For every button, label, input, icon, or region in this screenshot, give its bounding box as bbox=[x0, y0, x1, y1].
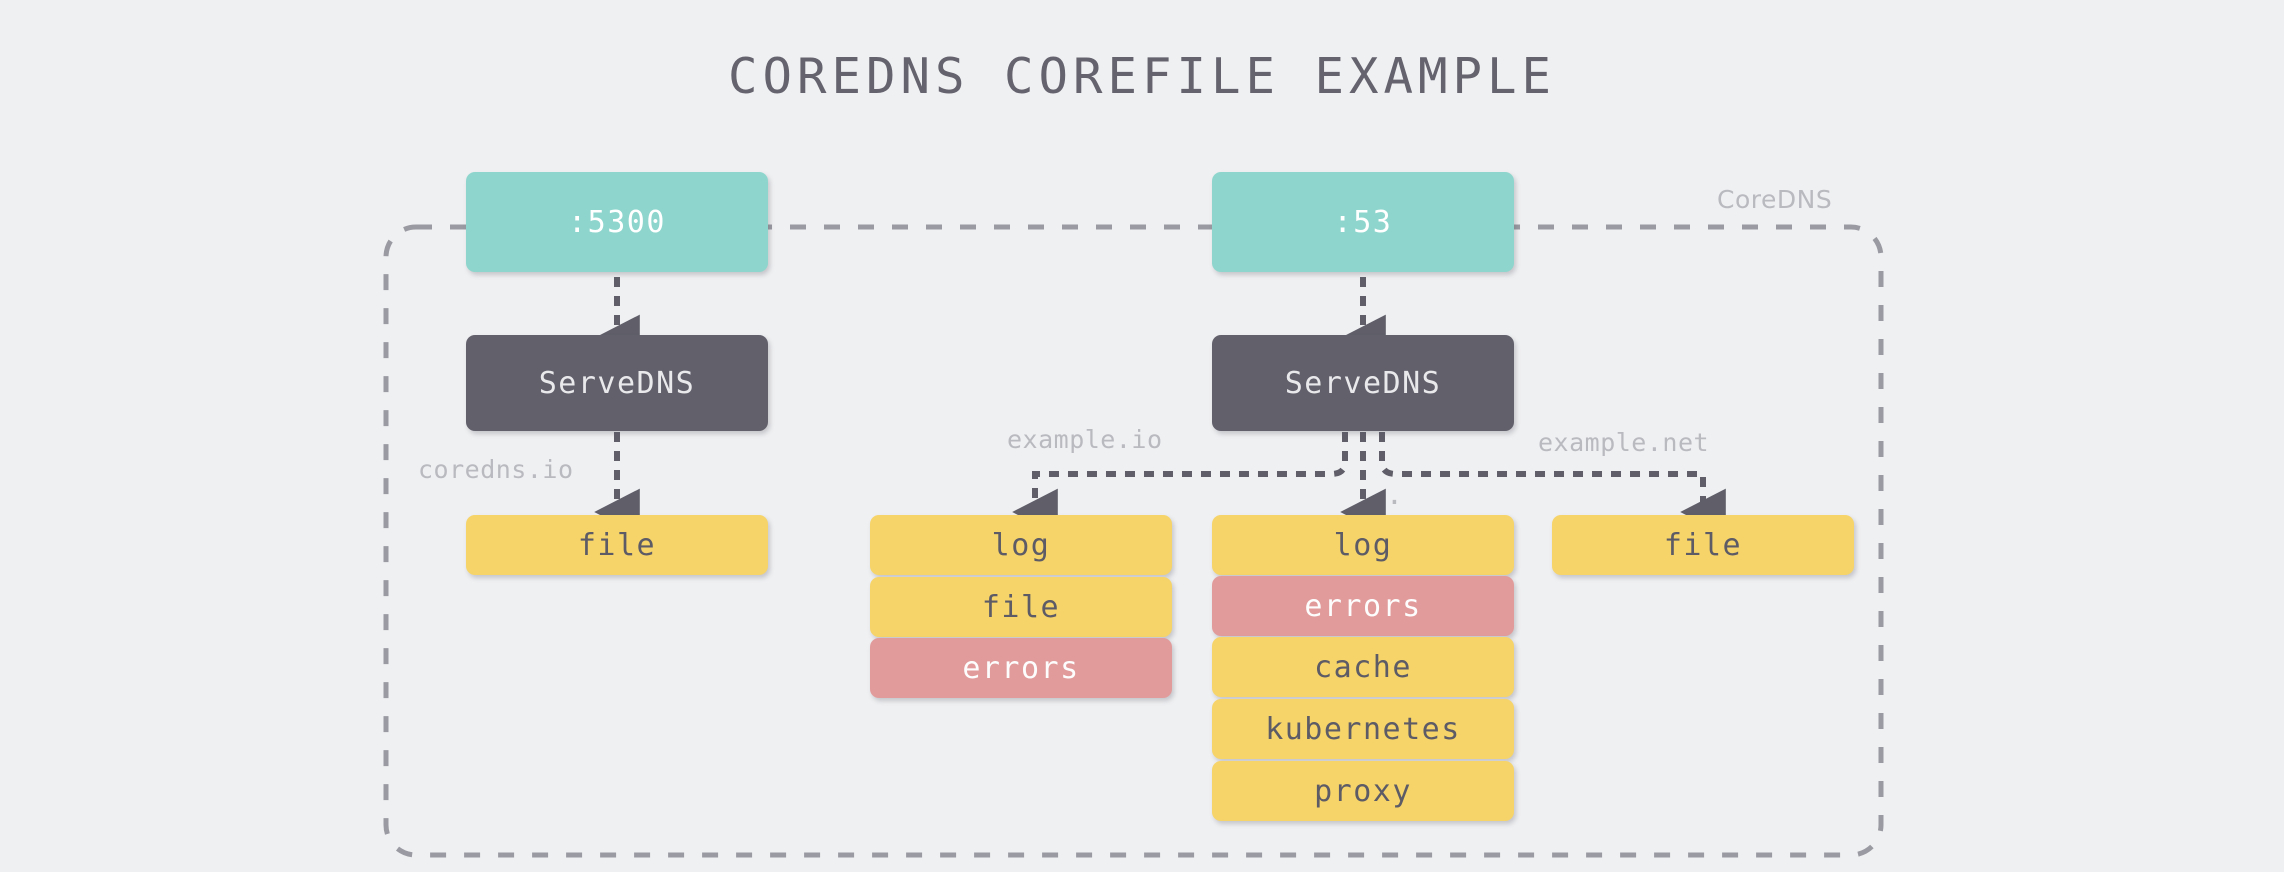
plugin-chip-errors[interactable]: errors bbox=[870, 638, 1172, 698]
plugin-stack-coredns-io: file bbox=[466, 515, 768, 575]
plugin-label: kubernetes bbox=[1265, 711, 1461, 747]
plugin-chip-cache[interactable]: cache bbox=[1212, 637, 1514, 697]
plugin-label: log bbox=[1333, 527, 1393, 563]
plugin-stack-example-io: log file errors bbox=[870, 515, 1172, 698]
plugin-chip-log[interactable]: log bbox=[870, 515, 1172, 575]
container-label-coredns: CoreDNS bbox=[1717, 185, 1833, 214]
plugin-label: errors bbox=[962, 650, 1080, 686]
plugin-label: log bbox=[991, 527, 1051, 563]
edge-label-example-net: example.net bbox=[1538, 428, 1710, 457]
plugin-stack-example-net: file bbox=[1552, 515, 1854, 575]
plugin-chip-errors[interactable]: errors bbox=[1212, 576, 1514, 636]
plugin-label: cache bbox=[1314, 649, 1412, 685]
plugin-chip-kubernetes[interactable]: kubernetes bbox=[1212, 699, 1514, 759]
plugin-chip-log[interactable]: log bbox=[1212, 515, 1514, 575]
node-servedns-left[interactable]: ServeDNS bbox=[466, 335, 768, 431]
node-port-5300[interactable]: :5300 bbox=[466, 172, 768, 272]
plugin-label: file bbox=[1663, 527, 1743, 563]
plugin-stack-root: log errors cache kubernetes proxy bbox=[1212, 515, 1514, 821]
edge-label-coredns-io: coredns.io bbox=[418, 455, 574, 484]
node-label: :53 bbox=[1333, 204, 1393, 240]
page-title: COREDNS COREFILE EXAMPLE bbox=[727, 48, 1556, 105]
node-label: :5300 bbox=[568, 204, 666, 240]
node-label: ServeDNS bbox=[1284, 365, 1442, 401]
edge-label-root-zone: . bbox=[1386, 478, 1404, 511]
node-label: ServeDNS bbox=[538, 365, 696, 401]
plugin-chip-file[interactable]: file bbox=[1552, 515, 1854, 575]
node-servedns-right[interactable]: ServeDNS bbox=[1212, 335, 1514, 431]
edge-label-example-io: example.io bbox=[1007, 425, 1163, 454]
plugin-label: errors bbox=[1304, 588, 1422, 624]
node-port-53[interactable]: :53 bbox=[1212, 172, 1514, 272]
plugin-label: proxy bbox=[1314, 773, 1412, 809]
plugin-chip-proxy[interactable]: proxy bbox=[1212, 761, 1514, 821]
plugin-label: file bbox=[981, 589, 1061, 625]
plugin-chip-file[interactable]: file bbox=[466, 515, 768, 575]
plugin-chip-file[interactable]: file bbox=[870, 577, 1172, 637]
plugin-label: file bbox=[577, 527, 657, 563]
